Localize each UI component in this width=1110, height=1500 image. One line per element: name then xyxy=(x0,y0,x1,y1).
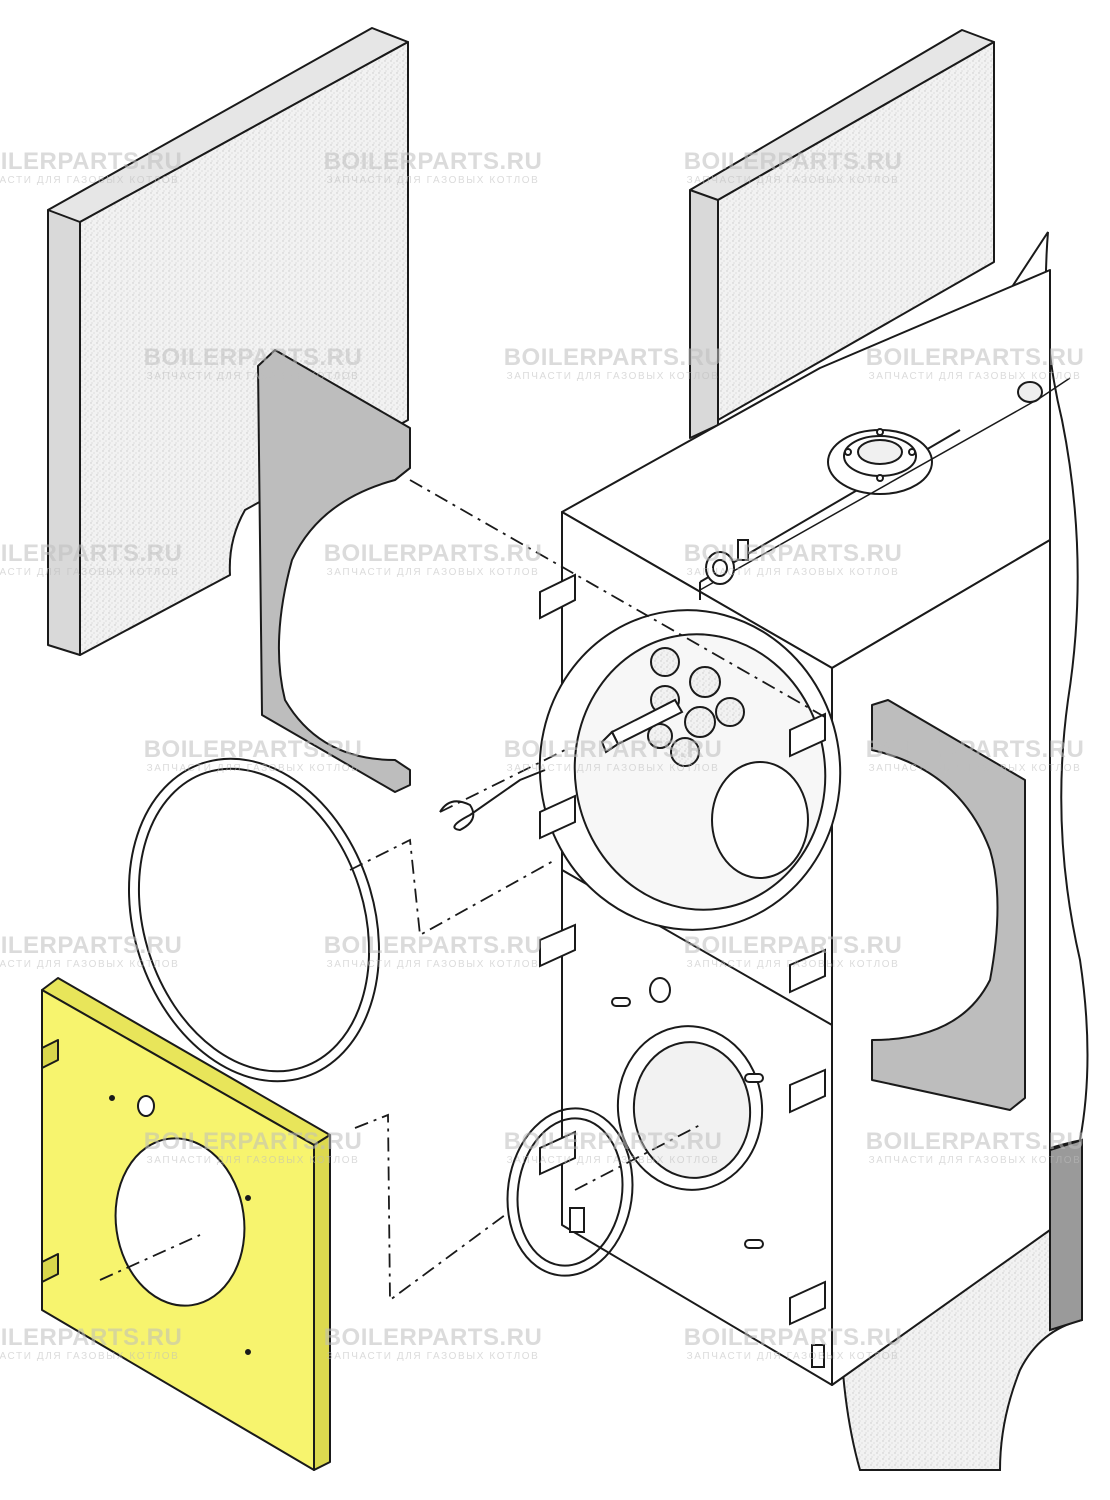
sensor-cable xyxy=(699,377,1071,591)
rear-insulation-slab-right xyxy=(689,29,995,439)
top-bracket xyxy=(705,539,749,585)
door-gasket-panel-left xyxy=(257,349,411,793)
chamber-door-ring-gasket xyxy=(128,757,380,1083)
combustion-chamber-door xyxy=(538,609,842,931)
mounting-clips xyxy=(539,573,826,1326)
flue-flange xyxy=(827,428,933,495)
door-gasket-panel-right xyxy=(871,699,1026,1111)
ignition-wire xyxy=(439,769,546,832)
assembly-guide-lines xyxy=(99,479,831,1302)
front-insulation-panel xyxy=(41,977,331,1471)
burner-gasket-ring xyxy=(506,1107,634,1277)
burner-rod xyxy=(600,698,684,754)
heat-exchanger-tubes xyxy=(647,647,745,767)
rear-insulation-slab-left xyxy=(47,27,409,656)
